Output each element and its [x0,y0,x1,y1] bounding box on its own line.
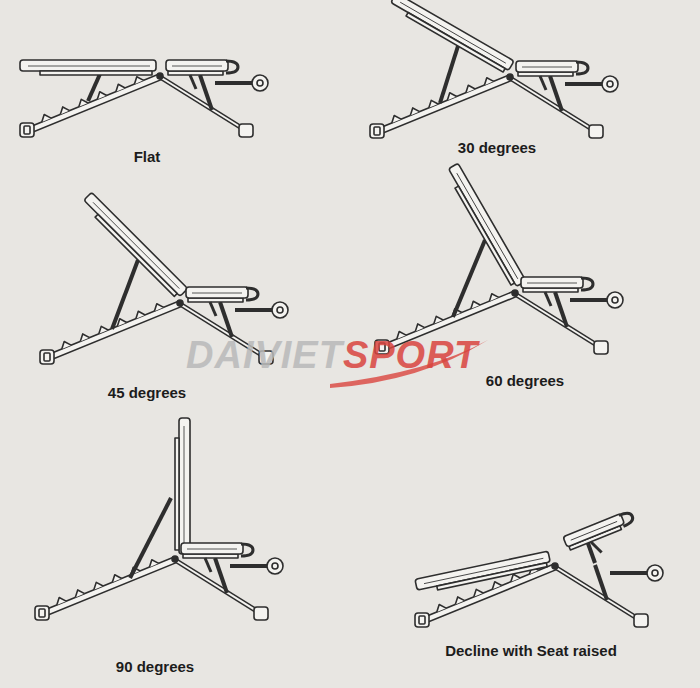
watermark-text: SPORT [343,334,478,377]
position-label: Flat [134,148,161,165]
position-label: 45 degrees [108,384,186,401]
position-label: 60 degrees [486,372,564,389]
position-label: 90 degrees [116,658,194,675]
position-label: Decline with Seat raised [445,642,617,659]
position-label: 30 degrees [458,139,536,156]
watermark-text: DAIVIET [186,334,343,377]
